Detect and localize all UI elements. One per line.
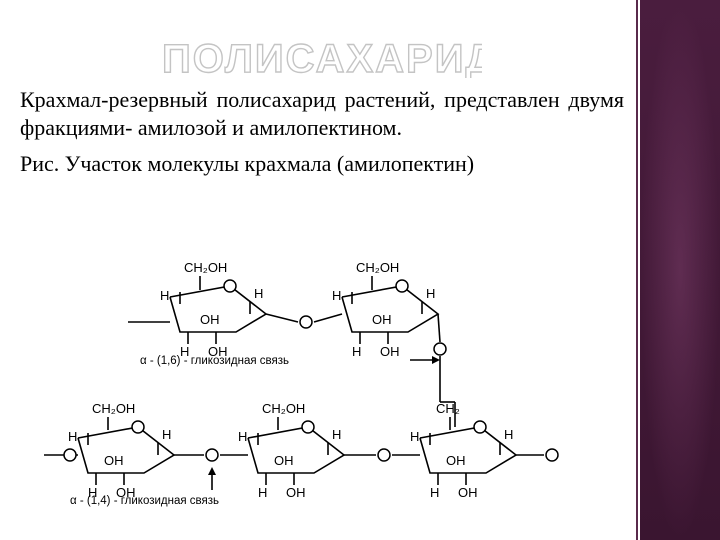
- ch2oh-4: CH₂OH: [262, 401, 305, 416]
- ch2oh-3: CH₂OH: [92, 401, 135, 416]
- arrow-alpha16: [432, 356, 440, 364]
- slide-title-text: ПОЛИСАХАРИДЫ: [162, 37, 482, 78]
- oh-group: OH: [380, 344, 400, 359]
- ch2-group: CH₂: [436, 401, 460, 416]
- intro-paragraph: Крахмал-резервный полисахарид растений, …: [20, 87, 624, 140]
- arrow-alpha14: [208, 467, 216, 475]
- oh-group: OH: [458, 485, 478, 500]
- oh-group: OH: [116, 485, 136, 500]
- h-atom: H: [430, 485, 439, 500]
- h-atom: H: [162, 427, 171, 442]
- oh-group: OH: [200, 312, 220, 327]
- ch2oh-1: CH₂OH: [184, 260, 227, 275]
- alpha-14-label: α - (1,4) - гликозидная связь: [70, 495, 219, 507]
- h-atom: H: [352, 344, 361, 359]
- ring-4: [247, 426, 346, 474]
- h-atom: H: [254, 286, 263, 301]
- slide-title: ПОЛИСАХАРИДЫ: [162, 36, 482, 78]
- ch2oh-2: CH₂OH: [356, 260, 399, 275]
- accent-divider: [636, 0, 638, 540]
- h-atom: H: [410, 429, 419, 444]
- h-atom: H: [160, 288, 169, 303]
- oh-group: OH: [286, 485, 306, 500]
- oh-group: OH: [274, 453, 294, 468]
- alpha-16-label: α - (1,6) - гликозидная связь: [140, 355, 289, 367]
- h-atom: H: [238, 429, 247, 444]
- oh-group: OH: [446, 453, 466, 468]
- h-atom: H: [88, 485, 97, 500]
- side-accent-bar: [640, 0, 720, 540]
- h-atom: H: [332, 427, 341, 442]
- ring-1: [169, 285, 268, 333]
- oh-group: OH: [208, 344, 228, 359]
- oh-group: OH: [372, 312, 392, 327]
- figure-caption: Рис. Участок молекулы крахмала (амилопек…: [20, 151, 475, 176]
- h-atom: H: [426, 286, 435, 301]
- oh-group: OH: [104, 453, 124, 468]
- h-atom: H: [504, 427, 513, 442]
- h-atom: H: [68, 429, 77, 444]
- h-atom: H: [258, 485, 267, 500]
- ring-2: [341, 285, 440, 333]
- body-text: Крахмал-резервный полисахарид растений, …: [20, 86, 624, 178]
- h-atom: H: [180, 344, 189, 359]
- ring-3: [77, 426, 176, 474]
- side-accent-glow: [640, 0, 720, 540]
- ring-5: [419, 426, 518, 474]
- amylopectin-diagram: CH₂OH CH₂OH CH₂OH CH₂OH CH₂ H H H OH OH …: [44, 260, 559, 507]
- h-atom: H: [332, 288, 341, 303]
